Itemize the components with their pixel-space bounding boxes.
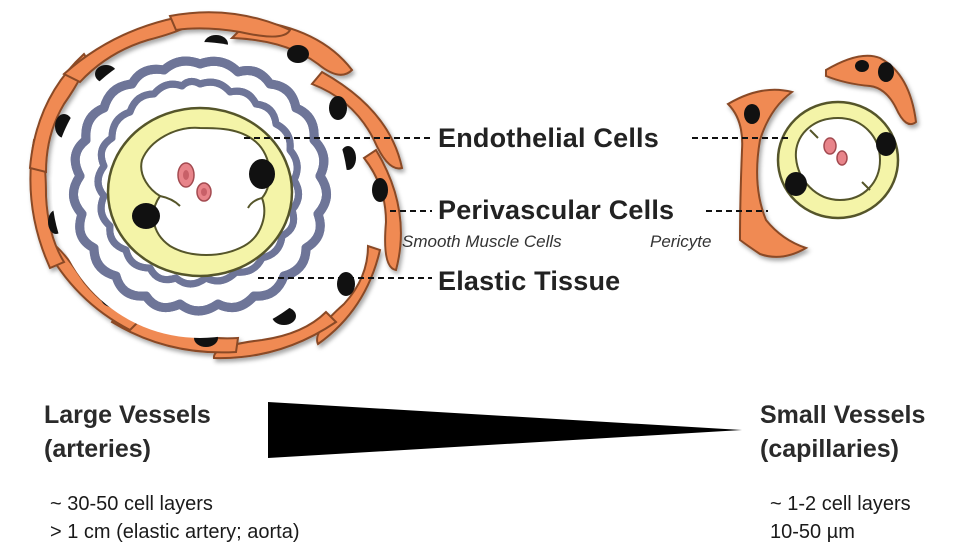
- large-vessels-line1: Large Vessels: [44, 398, 211, 432]
- size-gradient-wedge: [268, 402, 742, 458]
- label-perivascular-cells: Perivascular Cells: [438, 195, 674, 226]
- small-vessels-info: ~ 1-2 cell layers 10-50 µm: [770, 490, 911, 546]
- small-vessels-title: Small Vessels (capillaries): [760, 398, 925, 466]
- small-size: 10-50 µm: [770, 518, 911, 546]
- large-size: > 1 cm (elastic artery; aorta): [50, 518, 300, 546]
- small-cell-layers: ~ 1-2 cell layers: [770, 490, 911, 518]
- large-vessel: [30, 12, 402, 358]
- label-pericyte: Pericyte: [650, 232, 711, 252]
- label-elastic-tissue: Elastic Tissue: [438, 266, 620, 297]
- large-cell-layers: ~ 30-50 cell layers: [50, 490, 300, 518]
- label-smooth-muscle-cells: Smooth Muscle Cells: [402, 232, 562, 252]
- large-vessels-line2: (arteries): [44, 432, 211, 466]
- large-vessels-info: ~ 30-50 cell layers > 1 cm (elastic arte…: [50, 490, 300, 546]
- small-vessel: [728, 56, 916, 257]
- large-vessels-title: Large Vessels (arteries): [44, 398, 211, 466]
- small-vessels-line2: (capillaries): [760, 432, 925, 466]
- small-vessels-line1: Small Vessels: [760, 398, 925, 432]
- label-endothelial-cells: Endothelial Cells: [438, 123, 659, 154]
